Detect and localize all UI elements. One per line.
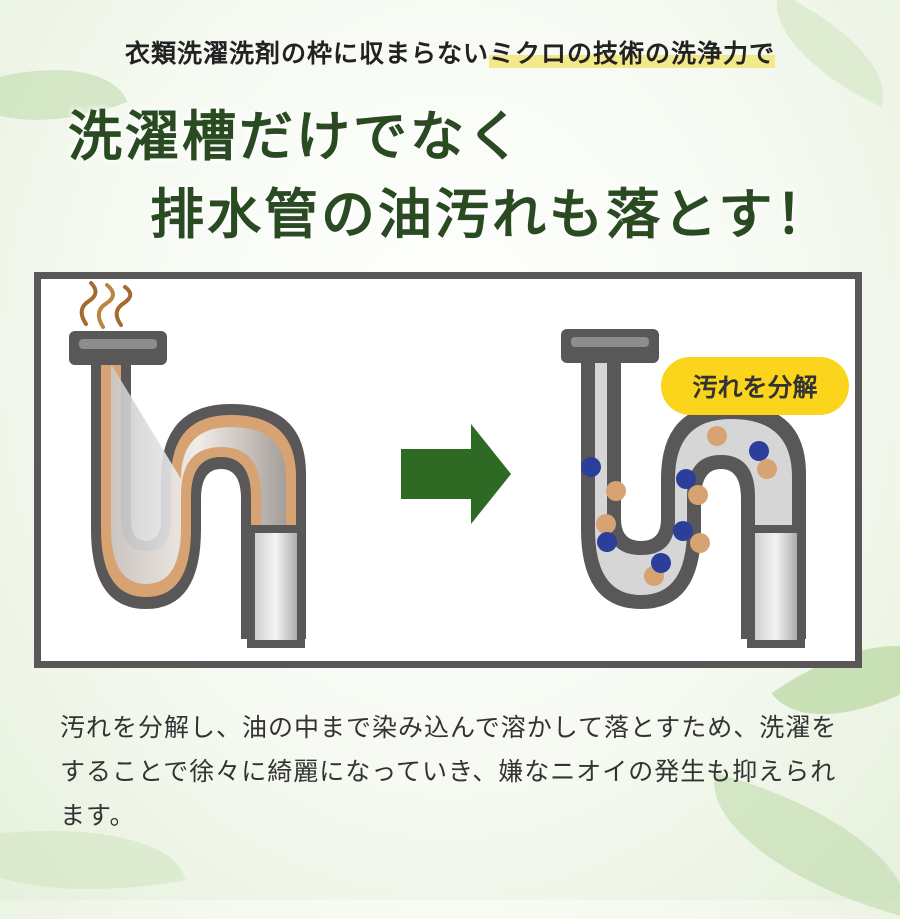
headline-line-2: 排水管の油汚れも落とす！ — [150, 182, 833, 246]
headline-subtitle: 衣類洗濯洗剤の枠に収まらないミクロの技術の洗浄力で — [0, 34, 900, 70]
clean-pipe-icon — [561, 329, 806, 648]
description-text: 汚れを分解し、油の中まで染み込んで溶かして落とすため、洗濯をすることで徐々に綺麗… — [60, 713, 838, 830]
headline-subtitle-text: 衣類洗濯洗剤の枠に収まらない — [124, 39, 489, 68]
illustration-panel: 汚れを分解 — [34, 272, 862, 668]
decompose-badge: 汚れを分解 — [661, 357, 849, 415]
headline-subtitle-highlight: ミクロの技術の洗浄力で — [489, 39, 776, 68]
arrow-right-icon — [401, 424, 511, 524]
odor-icon — [79, 281, 133, 329]
illustration-svg — [69, 281, 806, 648]
particle-icon — [581, 426, 777, 586]
dirty-pipe-icon — [69, 331, 306, 648]
headline-line-1: 洗濯槽だけでなく — [68, 104, 524, 168]
